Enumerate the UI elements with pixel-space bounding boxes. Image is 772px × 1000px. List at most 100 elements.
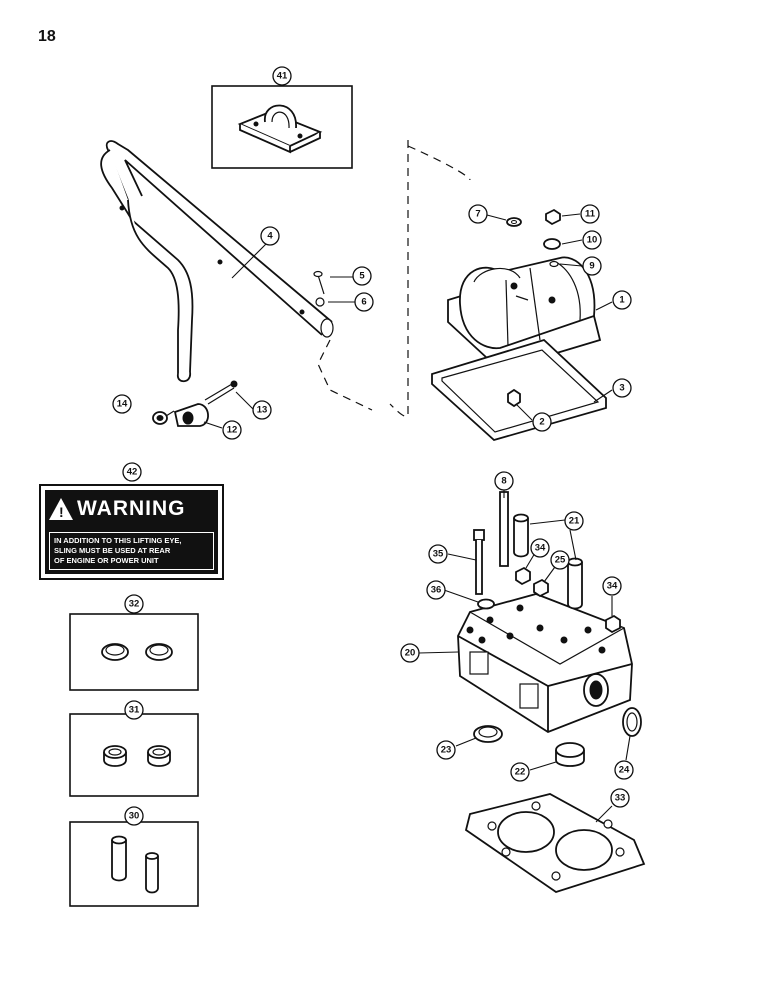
callout-23: 23 — [436, 740, 456, 760]
svg-text:36: 36 — [431, 585, 442, 596]
svg-text:33: 33 — [615, 793, 626, 804]
callout-14: 14 — [112, 394, 132, 414]
svg-text:24: 24 — [619, 765, 630, 776]
svg-text:7: 7 — [475, 209, 480, 220]
svg-text:2: 2 — [539, 417, 544, 428]
dashed-path-right — [389, 140, 409, 417]
inset-box-31 — [69, 713, 199, 797]
svg-text:20: 20 — [405, 648, 416, 659]
svg-text:3: 3 — [619, 383, 624, 394]
page-number: 18 — [38, 28, 56, 45]
warning-message: IN ADDITION TO THIS LIFTING EYE, SLING M… — [49, 532, 214, 570]
head-gasket — [464, 793, 646, 893]
callout-34-lower: 34 — [602, 576, 622, 596]
grommet-10 — [543, 238, 561, 250]
dashed-path-left — [317, 339, 373, 411]
svg-text:5: 5 — [359, 271, 365, 282]
callout-13: 13 — [252, 400, 272, 420]
washer-9 — [549, 260, 559, 268]
valve-cover-gasket — [431, 338, 607, 442]
callout-4: 4 — [260, 226, 280, 246]
callout-2: 2 — [532, 412, 552, 432]
callout-35: 35 — [428, 544, 448, 564]
svg-text:14: 14 — [117, 399, 128, 410]
ring-23 — [473, 725, 503, 743]
callout-6: 6 — [354, 292, 374, 312]
svg-text:6: 6 — [361, 297, 366, 308]
svg-text:30: 30 — [129, 811, 140, 822]
bolt-35 — [473, 529, 485, 595]
callout-25: 25 — [550, 550, 570, 570]
callout-36: 36 — [426, 580, 446, 600]
warning-line-1: IN ADDITION TO THIS LIFTING EYE, — [54, 536, 182, 545]
callout-20: 20 — [400, 643, 420, 663]
nut-34 — [515, 566, 621, 634]
svg-text:8: 8 — [501, 476, 506, 487]
callout-31: 31 — [124, 700, 144, 720]
nut-6 — [315, 297, 325, 307]
callout-12: 12 — [222, 420, 242, 440]
ring-22 — [555, 742, 585, 767]
inset-box-41 — [211, 85, 353, 169]
warning-triangle-icon: ! — [49, 498, 73, 520]
svg-text:12: 12 — [227, 425, 238, 436]
callout-33: 33 — [610, 788, 630, 808]
cylinder-head — [457, 593, 633, 734]
inset-box-30 — [69, 821, 199, 907]
svg-text:11: 11 — [585, 209, 596, 220]
callout-7: 7 — [468, 204, 488, 224]
callout-9: 9 — [582, 256, 602, 276]
washer-7 — [506, 217, 522, 227]
tube-21 — [513, 513, 583, 610]
svg-text:34: 34 — [535, 543, 546, 554]
nut-2 — [507, 388, 521, 408]
callout-42: 42 — [122, 462, 142, 482]
ring-24 — [622, 707, 642, 737]
svg-text:22: 22 — [515, 767, 526, 778]
warning-heading-text: WARNING — [77, 497, 186, 520]
svg-text:13: 13 — [257, 405, 268, 416]
callout-41: 41 — [272, 66, 292, 86]
callout-11: 11 — [580, 204, 600, 224]
bolt-5 — [313, 270, 325, 295]
svg-text:35: 35 — [433, 549, 444, 560]
callout-5: 5 — [352, 266, 372, 286]
svg-text:10: 10 — [587, 235, 598, 246]
stud-8 — [499, 491, 509, 567]
callout-34-upper: 34 — [530, 538, 550, 558]
nut-14 — [152, 411, 168, 425]
warning-line-3: OF ENGINE OR POWER UNIT — [54, 556, 159, 565]
svg-text:23: 23 — [441, 745, 452, 756]
svg-text:21: 21 — [569, 516, 580, 527]
warning-heading: ! WARNING — [49, 494, 209, 524]
svg-text:34: 34 — [607, 581, 618, 592]
svg-text:1: 1 — [619, 295, 625, 306]
dashed-path-top — [407, 145, 471, 181]
callout-22: 22 — [510, 762, 530, 782]
callout-30: 30 — [124, 806, 144, 826]
svg-text:42: 42 — [127, 467, 138, 478]
svg-text:41: 41 — [277, 71, 288, 82]
svg-text:25: 25 — [555, 555, 566, 566]
svg-text:4: 4 — [267, 231, 273, 242]
warning-decal: ! WARNING IN ADDITION TO THIS LIFTING EY… — [39, 484, 224, 580]
callout-3: 3 — [612, 378, 632, 398]
callout-24: 24 — [614, 760, 634, 780]
inset-box-32 — [69, 613, 199, 691]
cap-25 — [533, 578, 549, 598]
bolt-13 — [204, 380, 238, 405]
nut-11 — [545, 208, 561, 226]
svg-text:32: 32 — [129, 599, 140, 610]
svg-text:9: 9 — [589, 261, 594, 272]
warning-line-2: SLING MUST BE USED AT REAR — [54, 546, 171, 555]
callout-10: 10 — [582, 230, 602, 250]
callout-1: 1 — [612, 290, 632, 310]
clamp-12 — [173, 403, 209, 427]
leader-lines — [165, 213, 631, 823]
washer-36 — [477, 598, 495, 610]
callout-21: 21 — [564, 511, 584, 531]
callout-8: 8 — [494, 471, 514, 491]
lifting-eye-bar — [100, 140, 334, 383]
callout-32: 32 — [124, 594, 144, 614]
